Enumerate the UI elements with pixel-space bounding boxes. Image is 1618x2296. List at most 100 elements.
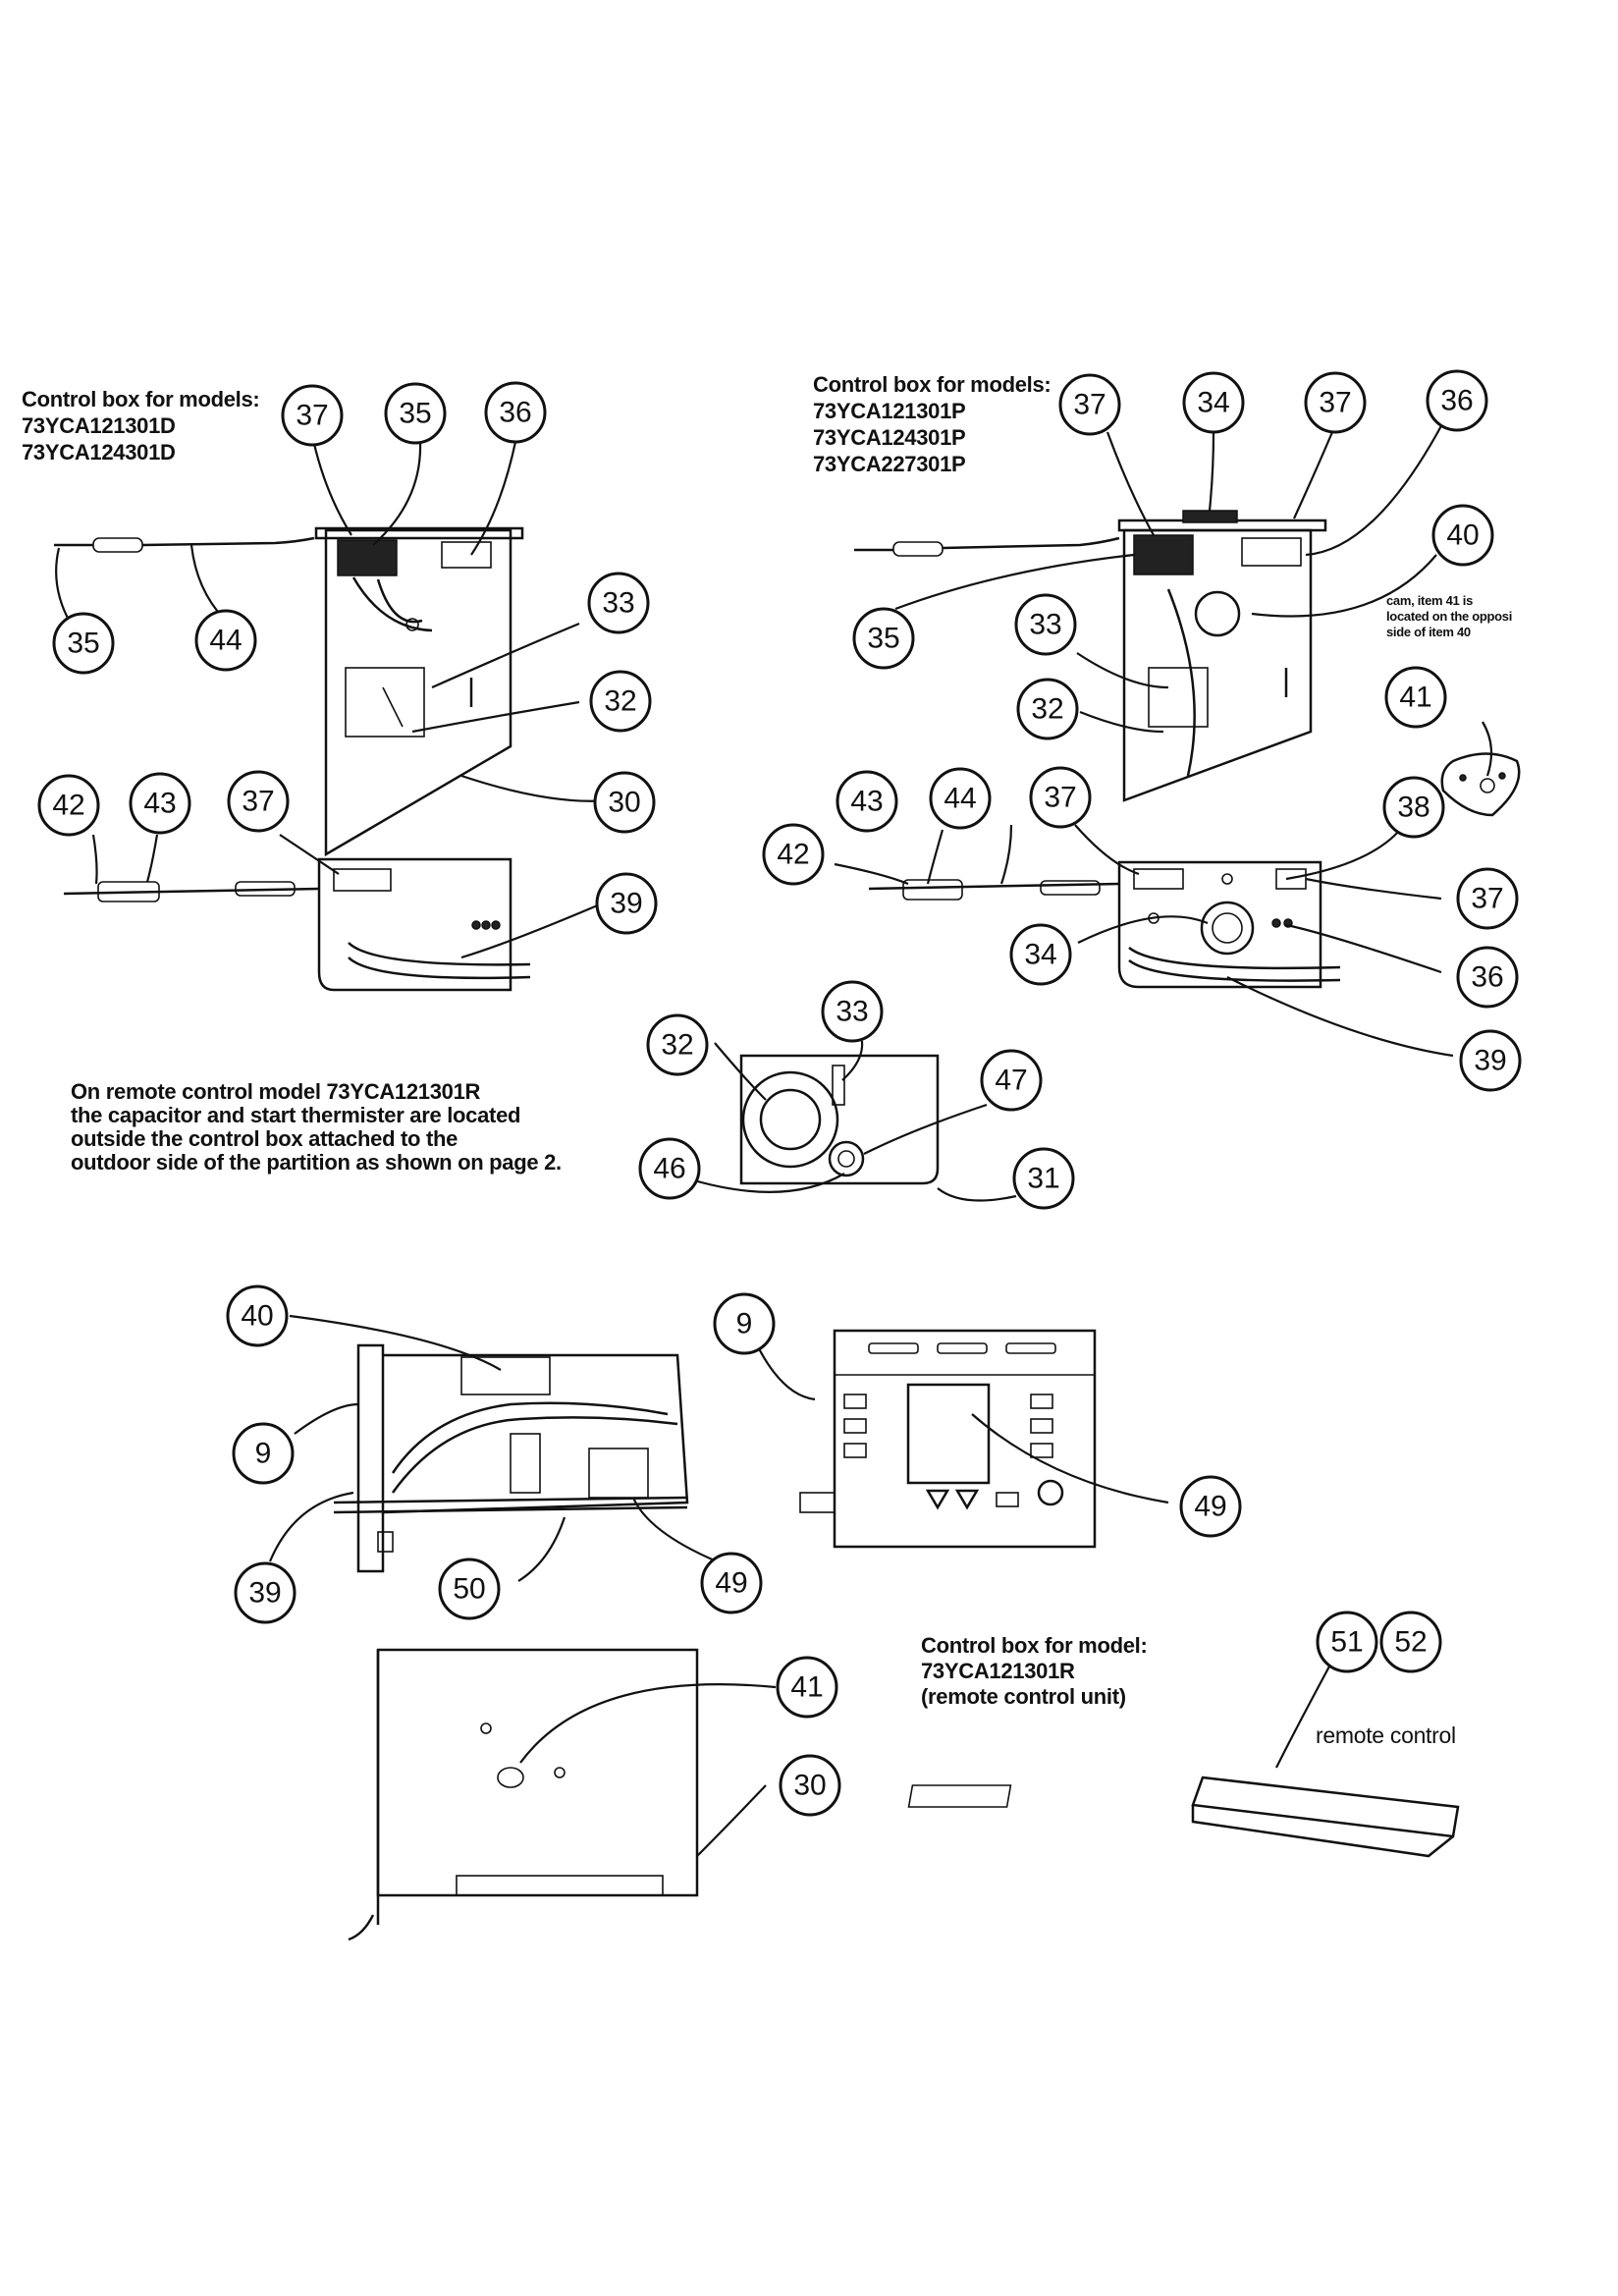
svg-text:42: 42 bbox=[777, 839, 809, 871]
callout-33-a: 33 bbox=[587, 572, 650, 634]
svg-text:32: 32 bbox=[661, 1029, 693, 1062]
callout-37-b: 37 bbox=[227, 770, 290, 833]
svg-text:46: 46 bbox=[653, 1153, 685, 1185]
sensor-bulb-d bbox=[54, 536, 315, 553]
side-view-control-box bbox=[333, 1343, 689, 1573]
callout-34-b: 34 bbox=[1009, 923, 1072, 986]
caption-box-d-model-2: 73YCA124301D bbox=[22, 440, 176, 465]
svg-text:39: 39 bbox=[248, 1577, 281, 1610]
callout-42-b: 42 bbox=[762, 823, 825, 886]
callout-50: 50 bbox=[438, 1558, 501, 1620]
control-panel-d bbox=[63, 857, 531, 992]
callout-38: 38 bbox=[1382, 776, 1445, 839]
cam-note-line-2: located on the opposi bbox=[1386, 609, 1513, 624]
caption-box-p-title: Control box for models: bbox=[813, 372, 1052, 397]
callout-34-a: 34 bbox=[1182, 371, 1245, 434]
svg-text:34: 34 bbox=[1197, 387, 1229, 419]
callout-37-f: 37 bbox=[1456, 867, 1519, 930]
callout-30-a: 30 bbox=[593, 771, 656, 834]
caption-box-r-model: 73YCA121301R bbox=[921, 1659, 1075, 1683]
callout-39-a: 39 bbox=[595, 872, 658, 935]
callout-39-b: 39 bbox=[1459, 1029, 1522, 1092]
svg-text:9: 9 bbox=[736, 1308, 753, 1340]
svg-text:30: 30 bbox=[608, 787, 640, 819]
callout-46: 46 bbox=[638, 1137, 701, 1200]
remote-control-unit bbox=[907, 1776, 1460, 1858]
callout-41-b: 41 bbox=[776, 1656, 838, 1719]
svg-text:49: 49 bbox=[1194, 1491, 1226, 1523]
callout-51: 51 bbox=[1316, 1611, 1378, 1673]
callout-9-b: 9 bbox=[232, 1422, 295, 1485]
callout-33-c: 33 bbox=[821, 980, 884, 1043]
callout-37-c: 37 bbox=[1058, 373, 1121, 436]
callout-40-b: 40 bbox=[226, 1285, 289, 1347]
svg-text:51: 51 bbox=[1330, 1626, 1363, 1659]
callout-30-b: 30 bbox=[779, 1754, 841, 1817]
svg-text:36: 36 bbox=[499, 397, 531, 429]
callout-36-a: 36 bbox=[484, 381, 547, 444]
svg-text:44: 44 bbox=[209, 625, 242, 657]
svg-text:44: 44 bbox=[944, 783, 976, 815]
callout-41-a: 41 bbox=[1384, 666, 1447, 729]
svg-text:31: 31 bbox=[1027, 1163, 1059, 1195]
svg-text:49: 49 bbox=[715, 1567, 747, 1600]
callout-43-a: 43 bbox=[129, 772, 191, 835]
svg-text:30: 30 bbox=[793, 1770, 826, 1802]
callout-32-b: 32 bbox=[1016, 678, 1079, 740]
front-control-panel bbox=[799, 1329, 1097, 1549]
callout-37-e: 37 bbox=[1029, 766, 1092, 829]
cam-note-line-1: cam, item 41 is bbox=[1386, 593, 1473, 608]
cam-note-line-3: side of item 40 bbox=[1386, 625, 1471, 639]
capacitor-bracket bbox=[739, 1054, 940, 1185]
svg-text:37: 37 bbox=[1073, 389, 1106, 421]
svg-text:37: 37 bbox=[1471, 883, 1503, 915]
callout-35-b: 35 bbox=[52, 612, 115, 675]
svg-text:47: 47 bbox=[995, 1065, 1027, 1097]
callout-40-a: 40 bbox=[1431, 504, 1494, 567]
callout-36-c: 36 bbox=[1456, 946, 1519, 1009]
caption-box-d-title: Control box for models: bbox=[22, 387, 260, 411]
remote-note-line-3: outside the control box attached to the bbox=[71, 1126, 458, 1151]
remote-note-line-1: On remote control model 73YCA121301R bbox=[71, 1079, 481, 1104]
svg-text:50: 50 bbox=[453, 1573, 485, 1606]
svg-text:36: 36 bbox=[1440, 385, 1473, 417]
caption-box-p-model-1: 73YCA121301P bbox=[813, 399, 966, 423]
callout-33-b: 33 bbox=[1014, 593, 1077, 656]
svg-text:42: 42 bbox=[52, 790, 84, 822]
callout-49-b: 49 bbox=[1179, 1475, 1242, 1538]
svg-text:38: 38 bbox=[1397, 792, 1429, 824]
svg-text:39: 39 bbox=[1474, 1045, 1506, 1077]
svg-text:35: 35 bbox=[399, 398, 431, 430]
svg-text:32: 32 bbox=[1031, 693, 1063, 726]
callout-31: 31 bbox=[1012, 1147, 1075, 1210]
svg-text:35: 35 bbox=[867, 623, 899, 655]
leader-lines bbox=[55, 421, 1493, 1857]
caption-box-p-model-3: 73YCA227301P bbox=[813, 452, 966, 476]
caption-box-r-sub: (remote control unit) bbox=[921, 1684, 1126, 1709]
svg-text:37: 37 bbox=[1319, 387, 1351, 419]
callout-32-a: 32 bbox=[589, 670, 652, 733]
callout-39-c: 39 bbox=[234, 1561, 297, 1624]
callout-37-a: 37 bbox=[281, 384, 344, 447]
svg-text:9: 9 bbox=[255, 1438, 272, 1470]
svg-text:33: 33 bbox=[836, 996, 868, 1028]
svg-text:40: 40 bbox=[1446, 519, 1479, 552]
remote-note-line-2: the capacitor and start thermister are l… bbox=[71, 1103, 521, 1127]
remote-control-label: remote control bbox=[1316, 1722, 1456, 1748]
callout-47: 47 bbox=[980, 1049, 1043, 1112]
caption-box-p-model-2: 73YCA124301P bbox=[813, 425, 966, 450]
callout-42-a: 42 bbox=[37, 774, 100, 837]
callout-49-a: 49 bbox=[700, 1552, 763, 1614]
control-box-d bbox=[314, 526, 524, 857]
caption-box-r-title: Control box for model: bbox=[921, 1633, 1148, 1658]
callout-52: 52 bbox=[1379, 1611, 1442, 1673]
svg-text:32: 32 bbox=[604, 685, 636, 718]
svg-text:39: 39 bbox=[610, 888, 642, 920]
callout-43-b: 43 bbox=[836, 770, 898, 833]
callout-36-b: 36 bbox=[1426, 369, 1488, 432]
remote-note-line-4: outdoor side of the partition as shown o… bbox=[71, 1150, 562, 1175]
svg-text:41: 41 bbox=[790, 1671, 823, 1704]
rear-plate bbox=[348, 1648, 699, 1941]
control-box-p bbox=[1117, 510, 1327, 802]
